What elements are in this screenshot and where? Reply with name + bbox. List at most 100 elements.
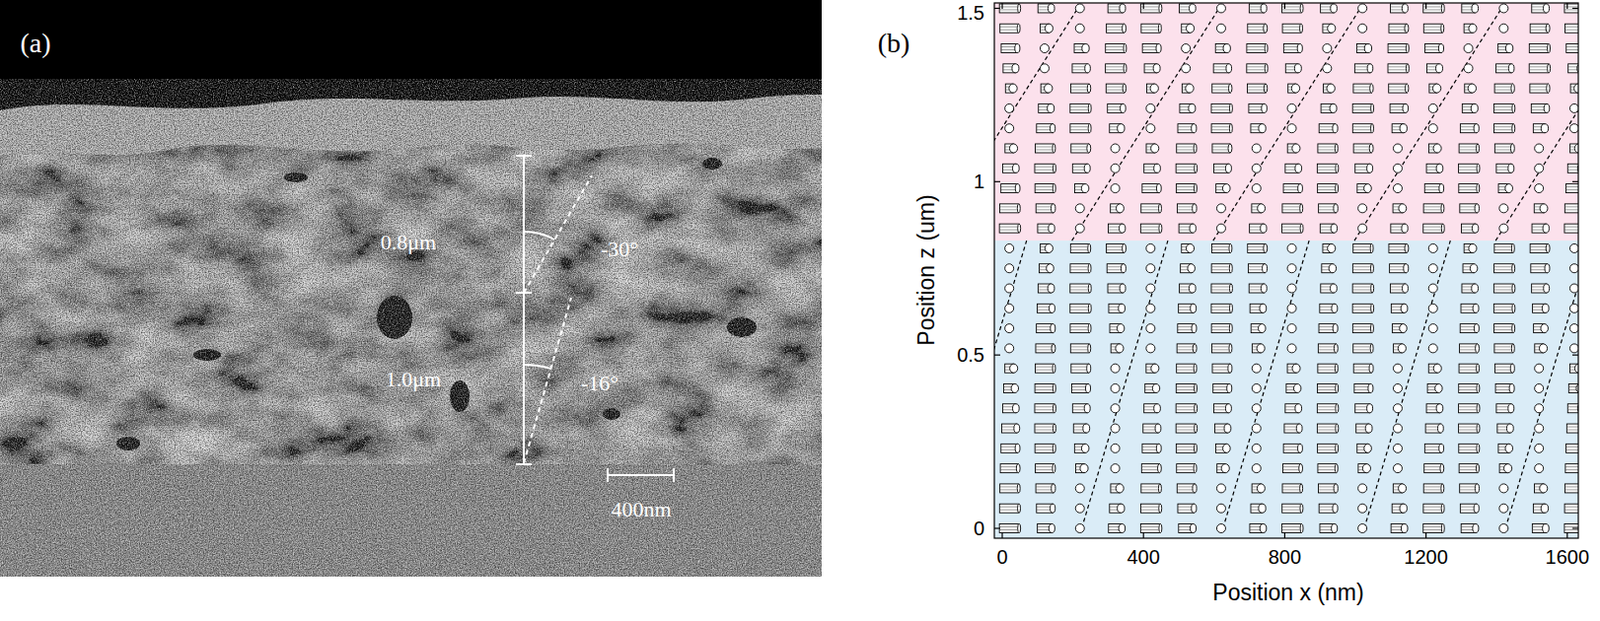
molecule-stripe <box>1531 287 1545 289</box>
molecule-stripe <box>1493 129 1512 131</box>
molecule-body <box>1564 3 1579 13</box>
molecule-body <box>1035 484 1054 494</box>
molecule-stripe <box>1070 326 1089 328</box>
molecule-stripe <box>1494 366 1511 368</box>
molecule-stripe <box>1070 126 1089 128</box>
molecule-stripe <box>1107 290 1121 291</box>
molecule-stripe <box>1283 466 1300 468</box>
molecule-cap <box>1438 44 1444 54</box>
molecule-cap <box>1228 363 1233 373</box>
molecule-cap <box>1441 223 1445 233</box>
molecule-cap <box>1222 184 1231 194</box>
lower-band <box>994 240 1579 539</box>
molecule-end <box>1534 144 1544 153</box>
molecule-body <box>1176 144 1196 153</box>
molecule-body <box>1247 23 1266 33</box>
molecule-cap <box>1154 163 1162 173</box>
molecule-stripe <box>1354 389 1370 391</box>
molecule-cap <box>1048 223 1055 233</box>
molecule-stripe <box>1002 430 1016 432</box>
molecule-cap <box>1362 464 1371 474</box>
molecule-cap <box>1544 264 1550 274</box>
molecule-cap <box>1192 204 1197 214</box>
molecule-stripe <box>1034 409 1053 411</box>
molecule-body <box>1388 243 1407 253</box>
helix-line <box>1223 240 1310 529</box>
molecule-cap <box>1335 163 1339 173</box>
tick-label: 800 <box>1268 546 1302 569</box>
molecule-cap <box>1469 264 1478 274</box>
molecule-stripe <box>1247 269 1263 271</box>
molecule-end <box>1216 23 1226 33</box>
molecule-stripe <box>1176 206 1192 208</box>
molecule-end <box>1358 23 1368 33</box>
molecule-body <box>999 3 1019 13</box>
molecule-end <box>1110 464 1120 474</box>
molecule-stripe <box>1211 306 1230 308</box>
molecule-cap <box>1263 83 1267 93</box>
molecule-body <box>1141 23 1161 33</box>
molecule-stripe <box>1493 109 1512 111</box>
molecule-end <box>1569 264 1579 274</box>
tick <box>1425 532 1427 539</box>
molecule-cap <box>1545 243 1550 253</box>
helix-line <box>1072 7 1220 241</box>
tick <box>1572 181 1579 183</box>
molecule-cap <box>1476 163 1480 173</box>
molecule-cap <box>1193 363 1197 373</box>
molecule-body <box>1175 404 1196 414</box>
molecule-stripe <box>1316 427 1335 429</box>
molecule-body <box>1458 144 1478 153</box>
molecule-stripe <box>1248 290 1262 291</box>
molecule-cap <box>1228 83 1232 93</box>
molecule-body <box>1106 243 1125 253</box>
molecule-stripe <box>1530 269 1546 271</box>
molecule-body <box>1423 504 1444 513</box>
molecule-end <box>1110 424 1120 434</box>
molecule-cap <box>1087 363 1091 373</box>
molecule-stripe <box>1035 209 1051 211</box>
molecule-stripe <box>1106 26 1123 28</box>
molecule-body <box>1282 484 1302 494</box>
molecule-stripe <box>1142 186 1158 188</box>
molecule-stripe <box>1388 249 1405 251</box>
molecule-stripe <box>1319 309 1333 311</box>
molecule-end <box>1251 404 1261 414</box>
molecule-body <box>1352 284 1373 293</box>
molecule-cap <box>1332 324 1338 334</box>
molecule-body <box>1458 163 1479 173</box>
molecule-body <box>1459 344 1478 354</box>
molecule-cap <box>1256 484 1265 494</box>
molecule-body <box>1316 424 1337 434</box>
molecule-cap <box>1327 243 1336 253</box>
molecule-end <box>1287 243 1297 253</box>
molecule-stripe <box>1354 66 1369 68</box>
molecule-stripe <box>1141 466 1158 468</box>
molecule-stripe <box>1424 186 1440 188</box>
molecule-stripe <box>1459 326 1475 328</box>
molecule-body <box>1353 243 1373 253</box>
measure-lines <box>515 155 674 483</box>
molecule-cap <box>1191 504 1197 513</box>
molecule-end <box>1110 383 1120 393</box>
molecule-stripe <box>1035 489 1052 491</box>
molecule-stripe <box>1107 109 1122 111</box>
molecule-cap <box>1574 83 1579 93</box>
molecule-stripe <box>1388 26 1405 28</box>
molecule-cap <box>1119 3 1126 13</box>
molecule-end <box>1428 103 1438 113</box>
molecule-cap <box>1229 264 1233 274</box>
molecule-stripe <box>1072 166 1086 168</box>
molecule-body <box>1000 23 1019 33</box>
grain-light <box>0 78 822 578</box>
molecule-stripe <box>1247 86 1265 88</box>
molecule-end <box>1146 243 1156 253</box>
molecule-body <box>1282 204 1302 214</box>
molecule-stripe <box>1387 69 1406 71</box>
molecule-end <box>1534 443 1544 453</box>
molecule-stripe <box>1352 126 1371 128</box>
molecule-cap <box>1119 284 1126 293</box>
molecule-stripe <box>1072 386 1088 388</box>
molecule-end <box>1358 3 1368 13</box>
